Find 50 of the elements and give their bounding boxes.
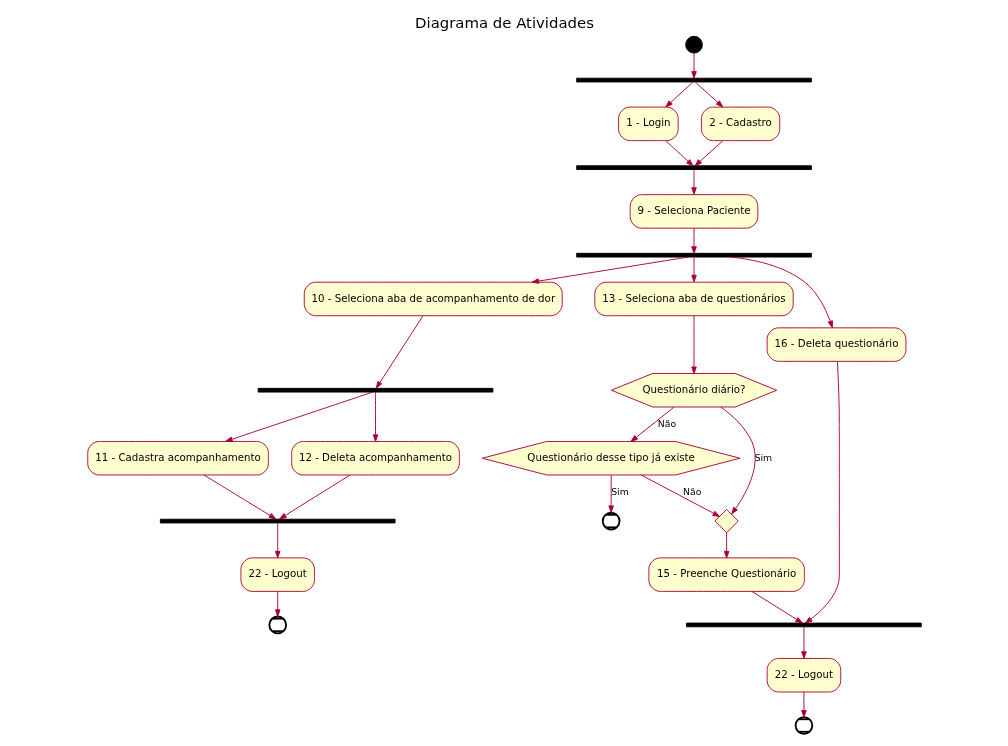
arrow xyxy=(630,406,674,442)
arrow xyxy=(607,474,614,513)
arrow xyxy=(800,626,807,659)
arrow xyxy=(224,391,373,442)
node-box: 16 - Deleta questionário xyxy=(766,327,906,362)
node-box: 9 - Seleciona Paciente xyxy=(629,194,758,229)
arrow xyxy=(372,391,378,442)
node-bar xyxy=(575,77,812,83)
arrow xyxy=(664,140,693,167)
arrow xyxy=(694,140,723,167)
arrow xyxy=(723,532,729,559)
arrow xyxy=(531,256,689,284)
node-bar xyxy=(257,387,493,393)
arrow xyxy=(694,81,723,108)
arrow xyxy=(804,361,840,624)
node-box: 11 - Cadastra acompanhamento xyxy=(86,441,269,476)
arrow xyxy=(278,474,351,520)
arrow xyxy=(690,52,697,79)
node-box: 22 - Logout xyxy=(239,557,315,592)
arrow xyxy=(800,691,807,718)
arrow xyxy=(203,474,276,520)
arrow xyxy=(729,256,833,329)
arrow xyxy=(690,315,697,374)
node-box: 13 - Seleciona aba de questionários xyxy=(593,281,794,317)
node-bar xyxy=(159,518,396,524)
edge-label: Não xyxy=(657,417,676,429)
edge-label: Sim xyxy=(754,451,772,463)
node-box: 22 - Logout xyxy=(766,658,841,693)
node-bar xyxy=(575,252,812,258)
arrow xyxy=(690,227,697,254)
edge-label: Não xyxy=(682,485,701,497)
node-bar xyxy=(685,622,922,628)
arrow xyxy=(719,406,756,515)
node-box: 1 - Login xyxy=(617,106,679,142)
arrow xyxy=(640,474,720,517)
arrow xyxy=(690,256,697,283)
node-box: 15 - Preenche Questionário xyxy=(647,557,805,592)
arrow xyxy=(274,590,280,617)
node-circle xyxy=(684,35,703,54)
arrow xyxy=(664,81,693,108)
node-bar xyxy=(575,165,812,170)
diagram-title: Diagrama de Atividades xyxy=(414,13,594,32)
arrow xyxy=(690,169,697,195)
arrow xyxy=(750,590,803,624)
node-box: 12 - Deleta acompanhamento xyxy=(290,441,460,476)
edge-label: Sim xyxy=(610,485,629,497)
node-box: 10 - Seleciona aba de acompanhamento de dor xyxy=(303,281,563,317)
arrow xyxy=(274,522,280,559)
node-box: 2 - Cadastro xyxy=(700,106,780,142)
arrow xyxy=(375,315,423,389)
